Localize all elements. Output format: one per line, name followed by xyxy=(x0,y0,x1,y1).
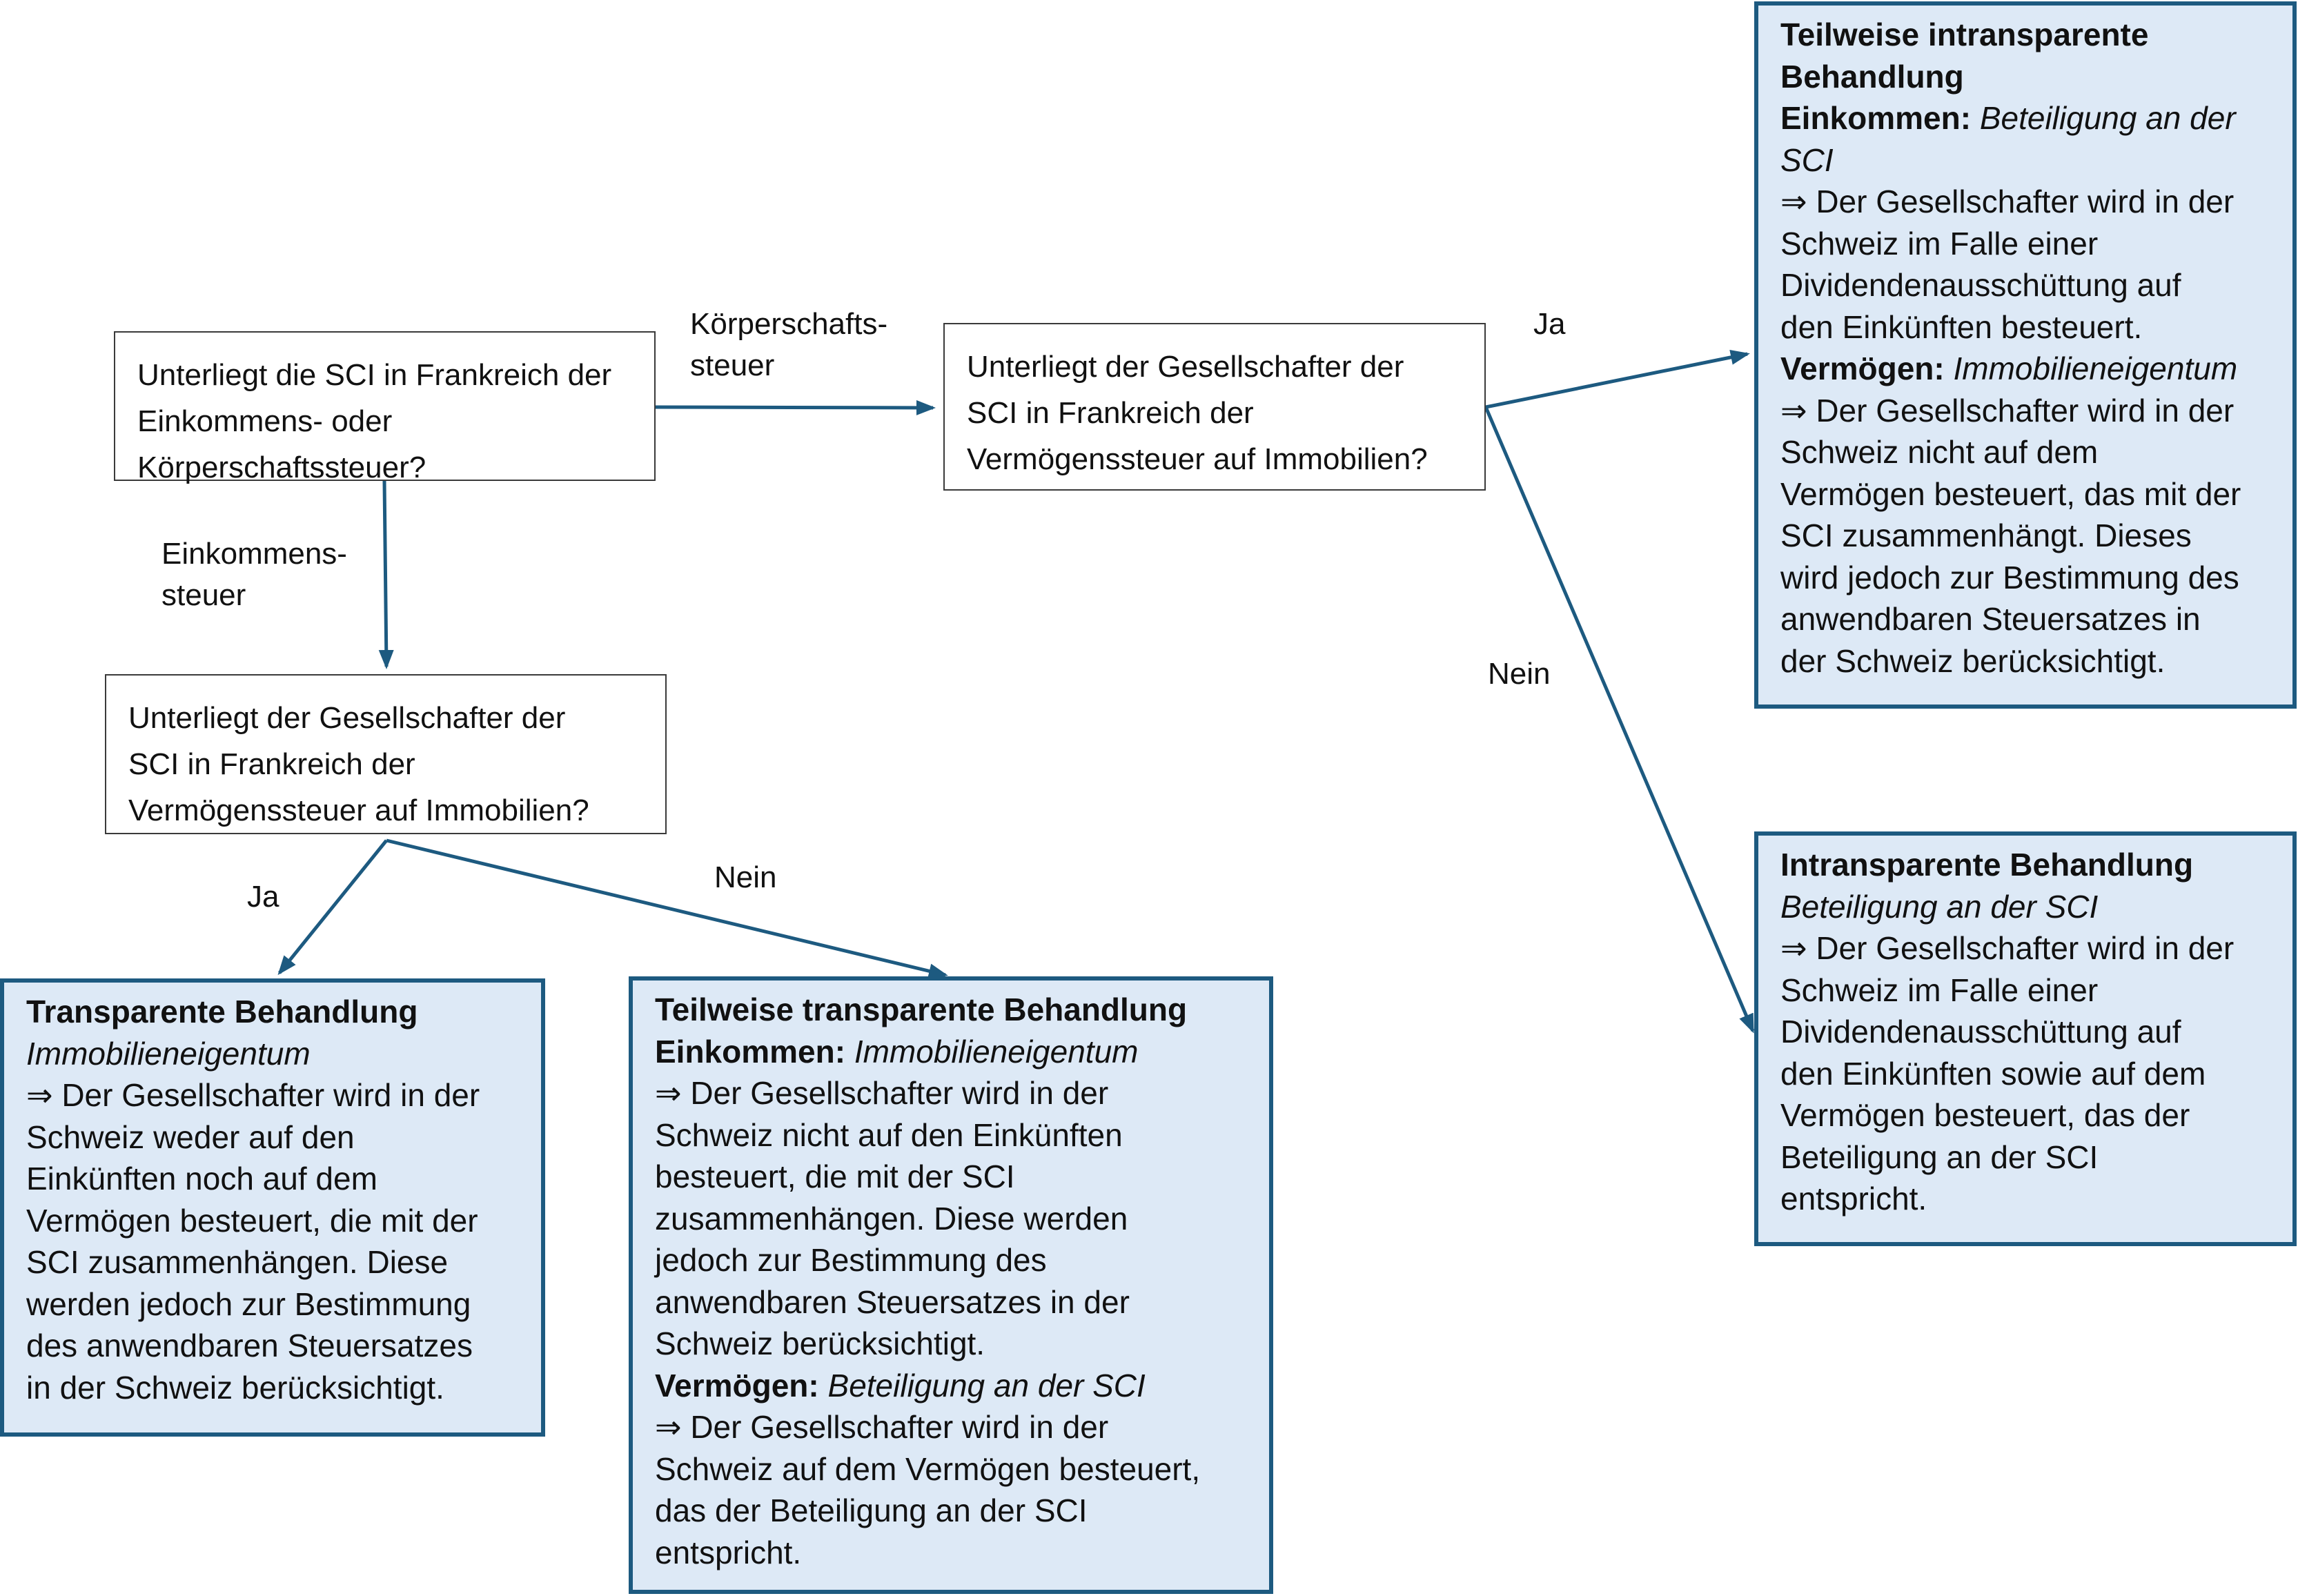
question-text-line: Einkommens- oder xyxy=(137,404,393,438)
result-einkommen-line: Einkommen: Immobilieneigentum xyxy=(655,1033,1139,1070)
result-text-line: Schweiz im Falle einer xyxy=(1780,972,2099,1008)
result-text-line: Dividendenausschüttung auf xyxy=(1780,1014,2181,1050)
result-text-line: Vermögen besteuert, das mit der xyxy=(1780,475,2241,512)
result-text-line: Schweiz weder auf den xyxy=(26,1119,355,1155)
result-text-line: zusammenhängen. Diese werden xyxy=(655,1200,1128,1237)
result-text-line: Dividendenausschüttung auf xyxy=(1780,267,2181,303)
result-text-line: Schweiz nicht auf dem xyxy=(1780,434,2099,470)
result-subtitle: Immobilieneigentum xyxy=(26,1035,311,1072)
arrow-q2-nein xyxy=(1484,406,1755,1034)
arrow-q2-ja xyxy=(1485,349,1750,409)
arrow-q1-to-q3 xyxy=(378,480,394,669)
question-text-line: Vermögenssteuer auf Immobilien? xyxy=(967,442,1428,476)
question-box-vermoegenssteuer-koerperschaft: Unterliegt der Gesellschafter der SCI in… xyxy=(943,323,1486,491)
result-title: Teilweise transparente Behandlung xyxy=(655,992,1188,1027)
result-text-line: Schweiz nicht auf den Einkünften xyxy=(655,1116,1123,1153)
question-text-line: Unterliegt der Gesellschafter der xyxy=(967,350,1404,384)
result-text-line: SCI zusammenhängen. Diese xyxy=(26,1244,449,1280)
result-title: Intransparente Behandlung xyxy=(1780,847,2194,883)
result-title: Teilweise intransparente xyxy=(1780,17,2149,52)
result-text-line: Vermögen besteuert, das der xyxy=(1780,1097,2190,1133)
result-text-line: ⇒ Der Gesellschafter wird in der xyxy=(1780,184,2235,219)
result-text-line: Schweiz berücksichtigt. xyxy=(655,1326,985,1361)
question-box-sci-steuer: Unterliegt die SCI in Frankreich der Ein… xyxy=(114,331,656,484)
result-text-line: der Schweiz berücksichtigt. xyxy=(1780,642,2166,679)
edge-label-koerperschaftssteuer: Körperschafts- steuer xyxy=(690,307,888,382)
result-einkommen-line: Einkommen: Beteiligung an der xyxy=(1780,100,2236,136)
result-text-line: besteuert, die mit der SCI xyxy=(655,1159,1015,1194)
edge-label-q3-nein: Nein xyxy=(714,860,777,894)
result-text-line: den Einkünften sowie auf dem xyxy=(1780,1055,2206,1092)
edge-label-einkommenssteuer: Einkommens- steuer xyxy=(161,537,347,612)
result-text-line: entspricht. xyxy=(655,1534,802,1570)
question-box-vermoegenssteuer-einkommen: Unterliegt der Gesellschafter der SCI in… xyxy=(105,674,667,834)
question-text-line: Körperschaftssteuer? xyxy=(137,451,426,484)
result-text-line: Beteiligung an der SCI xyxy=(1780,1139,2099,1175)
result-text-line: anwendbaren Steuersatzes in xyxy=(1780,601,2201,637)
result-text-line: entspricht. xyxy=(1780,1181,1927,1216)
edge-label-q2-ja: Ja xyxy=(1533,307,1566,341)
result-text-line: werden jedoch zur Bestimmung xyxy=(26,1285,471,1322)
result-box-teilweise-intransparent: Teilweise intransparente Behandlung Eink… xyxy=(1754,1,2297,709)
result-box-transparent: Transparente Behandlung Immobilieneigent… xyxy=(0,978,545,1437)
result-text-line: ⇒ Der Gesellschafter wird in der xyxy=(655,1409,1109,1445)
question-text-line: SCI in Frankreich der xyxy=(967,396,1254,430)
arrow-q1-to-q2 xyxy=(655,400,936,415)
result-text-line: das der Beteiligung an der SCI xyxy=(655,1492,1088,1528)
result-text-line: ⇒ Der Gesellschafter wird in der xyxy=(26,1077,480,1113)
result-vermoegen-line: Vermögen: Beteiligung an der SCI xyxy=(655,1367,1146,1403)
question-text-line: Unterliegt der Gesellschafter der xyxy=(128,701,566,735)
question-text-line: Unterliegt die SCI in Frankreich der xyxy=(137,358,612,392)
result-text-line: in der Schweiz berücksichtigt. xyxy=(26,1369,444,1406)
question-text-line: SCI in Frankreich der xyxy=(128,747,415,781)
arrow-q3-ja xyxy=(277,839,388,976)
result-title: Transparente Behandlung xyxy=(26,994,418,1029)
result-text-line: wird jedoch zur Bestimmung des xyxy=(1780,559,2239,595)
edge-label-q3-ja: Ja xyxy=(247,880,279,914)
result-text-line: ⇒ Der Gesellschafter wird in der xyxy=(655,1075,1109,1111)
result-vermoegen-line: Vermögen: Immobilieneigentum xyxy=(1780,351,2238,386)
result-einkommen-line: SCI xyxy=(1780,141,1834,178)
result-text-line: ⇒ Der Gesellschafter wird in der xyxy=(1780,392,2235,428)
result-box-teilweise-transparent: Teilweise transparente Behandlung Einkom… xyxy=(629,976,1273,1594)
edge-label-q2-nein: Nein xyxy=(1488,657,1551,691)
result-text-line: Schweiz auf dem Vermögen besteuert, xyxy=(655,1450,1201,1487)
result-subtitle: Beteiligung an der SCI xyxy=(1780,888,2099,925)
result-text-line: Vermögen besteuert, die mit der xyxy=(26,1202,478,1239)
result-text-line: anwendbaren Steuersatzes in der xyxy=(655,1283,1130,1320)
result-text-line: Einkünften noch auf dem xyxy=(26,1161,377,1196)
result-box-intransparent: Intransparente Behandlung Beteiligung an… xyxy=(1754,831,2297,1246)
result-text-line: Schweiz im Falle einer xyxy=(1780,225,2099,262)
result-text-line: ⇒ Der Gesellschafter wird in der xyxy=(1780,930,2235,966)
result-text-line: des anwendbaren Steuersatzes xyxy=(26,1328,473,1363)
result-text-line: jedoch zur Bestimmung des xyxy=(655,1242,1047,1278)
result-text-line: den Einkünften besteuert. xyxy=(1780,308,2143,345)
result-text-line: SCI zusammenhängt. Dieses xyxy=(1780,518,2192,553)
arrow-q3-nein xyxy=(386,838,948,979)
result-title: Behandlung xyxy=(1780,58,1964,95)
question-text-line: Vermögenssteuer auf Immobilien? xyxy=(128,794,589,827)
